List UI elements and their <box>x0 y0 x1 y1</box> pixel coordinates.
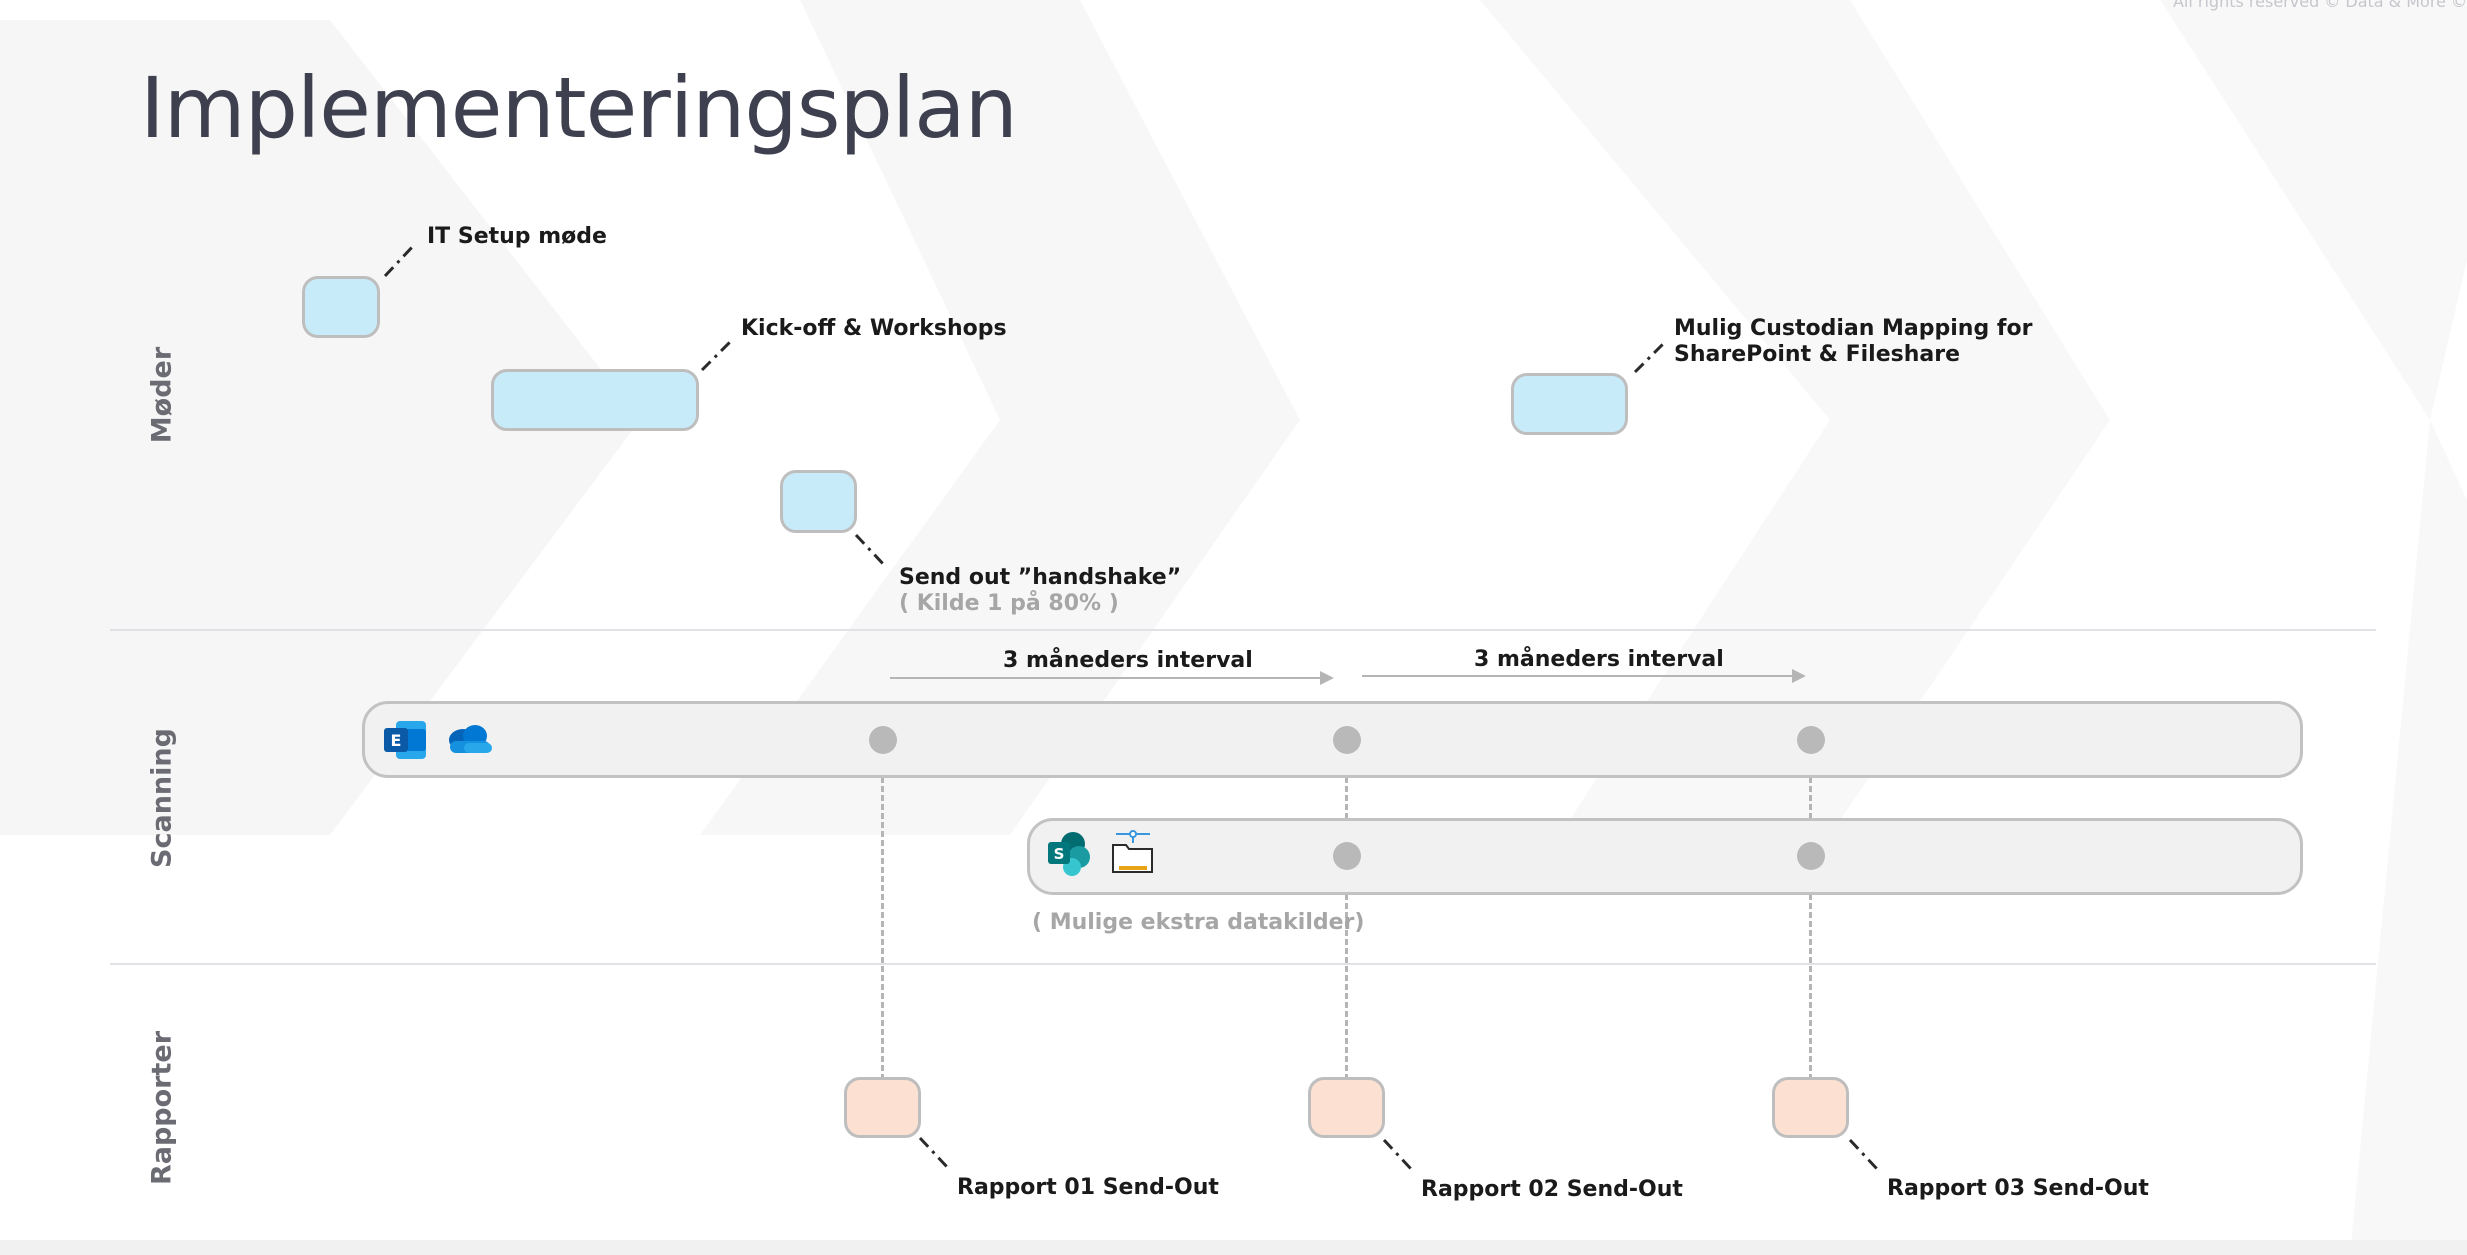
milestone-dot <box>1333 726 1361 754</box>
meeting-handshake[interactable] <box>780 470 857 533</box>
milestone-dot <box>1333 842 1361 870</box>
exchange-icon: E <box>384 721 426 759</box>
interval-label-1: 3 måneders interval <box>1003 648 1253 673</box>
extra-sources-note: ( Mulige ekstra datakilder) <box>1032 910 1365 935</box>
custodian-label-line1: Mulig Custodian Mapping for <box>1674 316 2033 341</box>
meeting-custodian-mapping[interactable] <box>1511 373 1628 435</box>
report-01-label: Rapport 01 Send-Out <box>957 1175 1219 1200</box>
svg-text:S: S <box>1054 845 1065 863</box>
page-title: Implementeringsplan <box>140 59 1018 157</box>
report-03-label: Rapport 03 Send-Out <box>1887 1176 2149 1201</box>
interval-label-2: 3 måneders interval <box>1474 647 1724 672</box>
svg-text:E: E <box>391 731 402 750</box>
report-02-label: Rapport 02 Send-Out <box>1421 1177 1683 1202</box>
milestone-connector-1 <box>881 750 884 1080</box>
milestone-dot <box>1797 726 1825 754</box>
milestone-connector-3 <box>1809 750 1812 1080</box>
fileshare-icon <box>1112 830 1153 873</box>
report-02-box[interactable] <box>1308 1077 1385 1138</box>
custodian-label-line2: SharePoint & Fileshare <box>1674 342 1960 367</box>
kickoff-label: Kick-off & Workshops <box>741 316 1007 341</box>
sharepoint-icon: S <box>1048 832 1090 876</box>
it-setup-label: IT Setup møde <box>427 224 607 249</box>
scanning-bar-extra-sources[interactable] <box>1027 818 2303 895</box>
milestone-dot <box>1797 842 1825 870</box>
lane-separator <box>110 629 2376 631</box>
report-01-box[interactable] <box>844 1077 921 1138</box>
copyright-notice: All rights reserved © Data & More © <box>2172 0 2467 11</box>
milestone-dot <box>869 726 897 754</box>
report-03-box[interactable] <box>1772 1077 1849 1138</box>
lane-label-scanning-text: Scanning <box>146 728 178 868</box>
handshake-label: Send out ”handshake” <box>899 565 1182 590</box>
milestone-connector-2 <box>1345 750 1348 1080</box>
lane-label-meetings-text: Møder <box>146 346 178 444</box>
lane-separator <box>110 963 2376 965</box>
scanning-bar-primary[interactable] <box>362 701 2303 778</box>
lane-label-reports-text: Rapporter <box>146 1030 178 1186</box>
meeting-it-setup[interactable] <box>302 276 380 338</box>
meeting-kickoff-workshops[interactable] <box>491 369 699 431</box>
handshake-note: ( Kilde 1 på 80% ) <box>899 591 1119 616</box>
onedrive-icon <box>449 725 492 753</box>
